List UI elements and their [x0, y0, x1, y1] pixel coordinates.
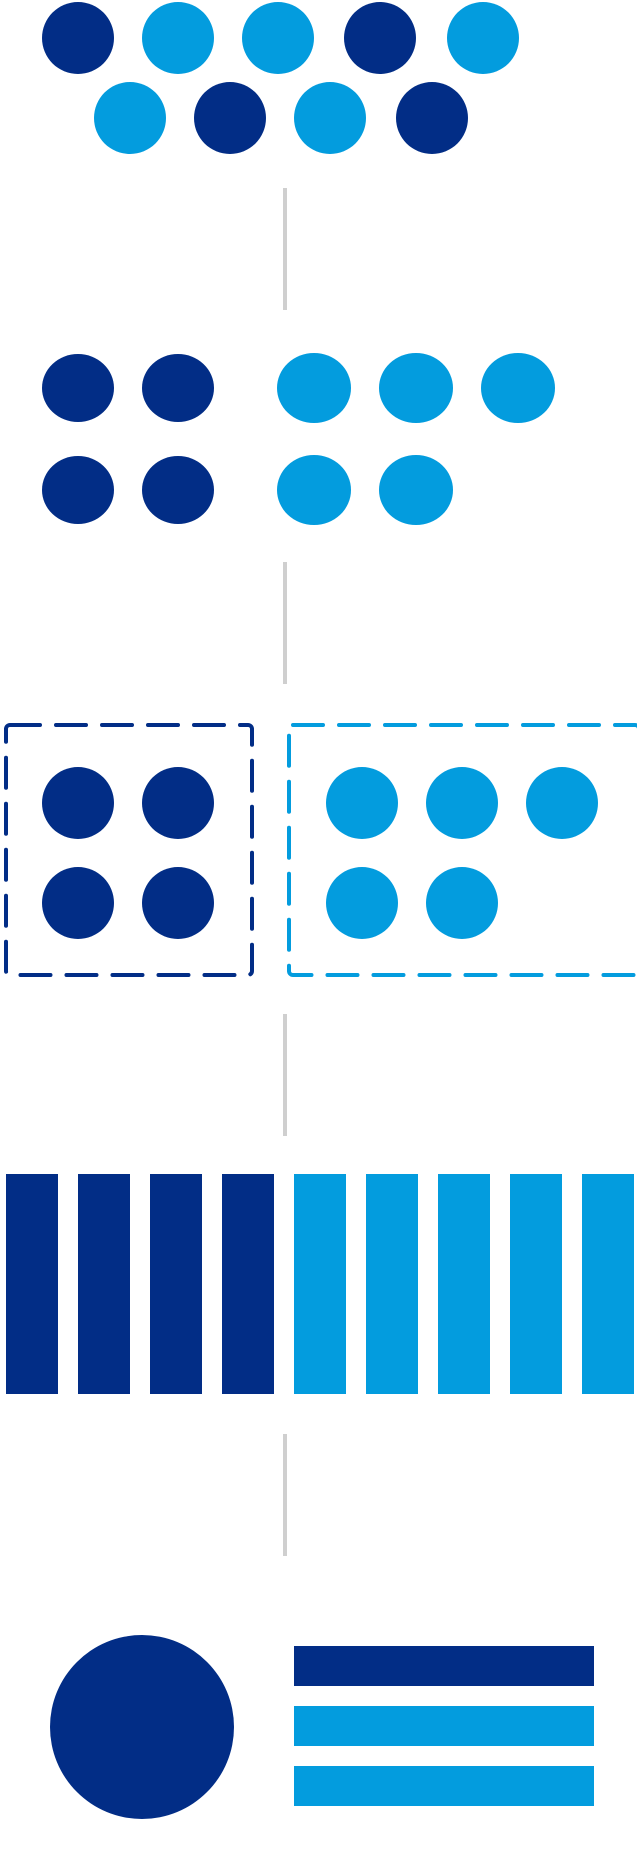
dark-group-dashed-box — [4, 723, 254, 977]
grouped-dots-group — [4, 723, 637, 977]
dot-dark — [142, 456, 214, 524]
dot-light — [447, 2, 519, 74]
dot-dark — [142, 354, 214, 422]
bar-light — [366, 1174, 418, 1394]
stripe-dark — [294, 1646, 594, 1686]
dot-dark — [142, 767, 214, 839]
dot-light — [481, 353, 555, 423]
bar-dark — [222, 1174, 274, 1394]
stripe-light — [294, 1766, 594, 1806]
dot-dark — [142, 867, 214, 939]
dot-light — [526, 767, 598, 839]
bar-light — [294, 1174, 346, 1394]
light-group-dashed-box — [287, 723, 637, 977]
dot-dark — [396, 82, 468, 154]
dot-light — [277, 353, 351, 423]
dot-dark — [344, 2, 416, 74]
dot-light — [379, 455, 453, 525]
dot-dark — [42, 456, 114, 524]
dot-dark — [42, 2, 114, 74]
dot-dark — [42, 867, 114, 939]
bar-dark — [150, 1174, 202, 1394]
mixed-dots-row-2 — [94, 82, 468, 154]
dot-light — [426, 767, 498, 839]
dot-light — [379, 353, 453, 423]
mixed-dots-row-1 — [42, 2, 519, 74]
dot-dark — [42, 767, 114, 839]
dot-light — [294, 82, 366, 154]
bar-dark — [6, 1174, 58, 1394]
bar-dark — [78, 1174, 130, 1394]
bar-light — [438, 1174, 490, 1394]
dot-light — [142, 2, 214, 74]
dot-light — [326, 767, 398, 839]
bar-light — [510, 1174, 562, 1394]
summary-circle — [50, 1635, 234, 1819]
mixed-dots-group — [42, 2, 519, 154]
dot-light — [94, 82, 166, 154]
dot-light — [426, 867, 498, 939]
dot-dark — [42, 354, 114, 422]
summary-stripes — [294, 1646, 594, 1806]
dot-light — [242, 2, 314, 74]
summary-group — [50, 1635, 594, 1819]
stripe-light — [294, 1706, 594, 1746]
dot-light — [326, 867, 398, 939]
bars-group — [6, 1174, 634, 1394]
dot-dark — [194, 82, 266, 154]
dot-light — [277, 455, 351, 525]
sorted-dots-group — [42, 353, 555, 525]
bar-light — [582, 1174, 634, 1394]
grouped-dots — [42, 767, 598, 939]
